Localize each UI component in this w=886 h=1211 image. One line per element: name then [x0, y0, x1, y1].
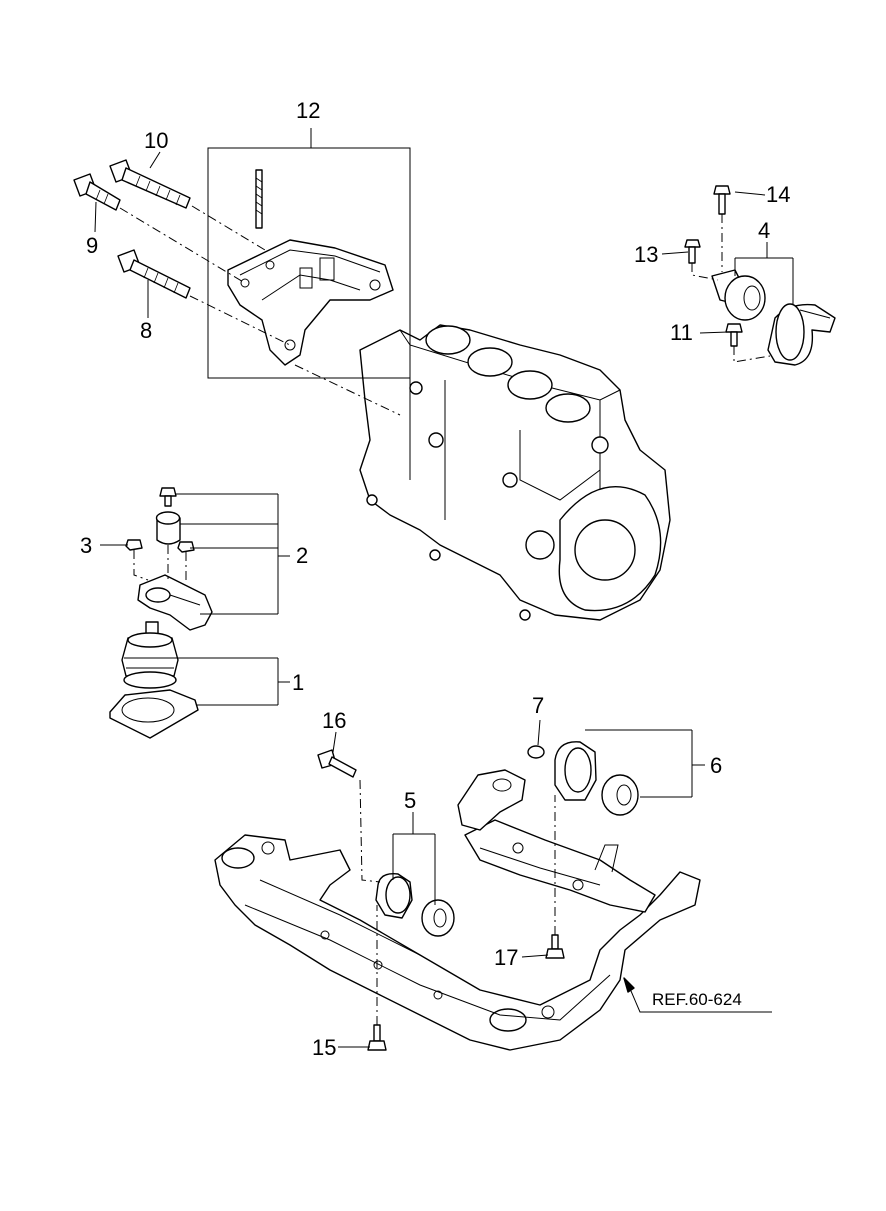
mount-1-plate [109, 689, 199, 739]
bolt-16 [317, 749, 357, 778]
bolt-8 [117, 249, 191, 299]
callout-15: 15 [312, 1035, 336, 1060]
callout-8: 8 [140, 318, 152, 343]
mount-6-assembly [554, 741, 639, 816]
callout-2: 2 [296, 543, 308, 568]
callout-3: 3 [80, 533, 92, 558]
callout-13: 13 [634, 242, 658, 267]
spacer-2 [155, 511, 181, 545]
callout-9: 9 [86, 233, 98, 258]
callout-labels: 12 10 9 8 14 13 4 11 3 2 1 7 6 16 5 17 1… [80, 98, 790, 1060]
callout-6: 6 [710, 753, 722, 778]
bolt-2 [159, 487, 177, 507]
callout-1: 1 [292, 670, 304, 695]
bracket-to-block-line [294, 364, 401, 416]
callout-4: 4 [758, 218, 770, 243]
bolt-11-centerline [733, 346, 771, 363]
subframe-rear-arm [464, 819, 656, 913]
leader-lines [94, 128, 794, 1048]
bolt-13 [684, 239, 701, 264]
mount-4-assembly [711, 269, 836, 366]
callout-10: 10 [144, 128, 168, 153]
callout-17: 17 [494, 945, 518, 970]
callout-16: 16 [322, 708, 346, 733]
callout-12: 12 [296, 98, 320, 123]
subframe-upper-bracket [457, 769, 526, 831]
subframe-pipe [594, 844, 619, 873]
nut-3-centerline [133, 550, 149, 581]
nut-3 [125, 539, 143, 551]
reference-label: REF.60-624 [652, 990, 742, 1009]
mount-5-assembly [375, 873, 455, 937]
callout-14: 14 [766, 182, 790, 207]
nut-2 [177, 541, 195, 553]
callout-11: 11 [670, 320, 693, 345]
engine-block [359, 324, 671, 621]
bolt-11 [725, 323, 743, 347]
mount-2-bracket [137, 574, 213, 631]
subframe-crossmember [214, 834, 701, 1051]
bracket-12-box [207, 147, 411, 379]
callout-7: 7 [532, 693, 544, 718]
bolt-14 [713, 185, 731, 215]
bolt-16-centerline [359, 779, 381, 883]
callout-5: 5 [404, 788, 416, 813]
bolt-9-centerline [119, 207, 246, 284]
bolt-15 [367, 1024, 387, 1051]
mount-1-insulator [121, 621, 179, 689]
bolt-13-centerline [691, 263, 719, 281]
bolt-10 [109, 159, 191, 209]
bolt-10-centerline [191, 205, 266, 251]
bolt-17 [545, 934, 565, 959]
bolt-9 [73, 173, 121, 211]
nut-7 [527, 745, 545, 759]
